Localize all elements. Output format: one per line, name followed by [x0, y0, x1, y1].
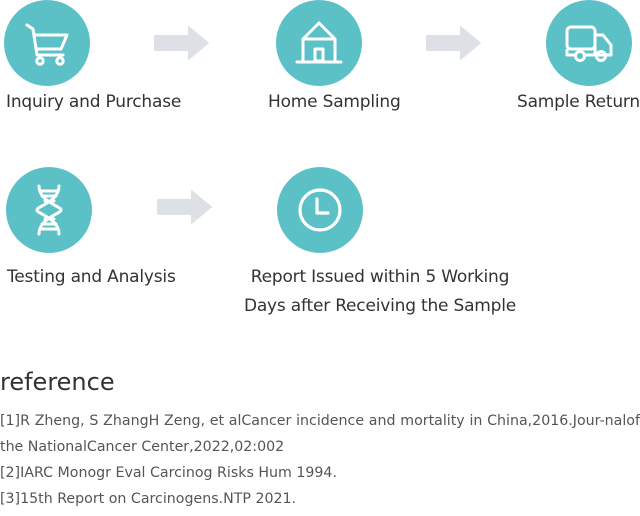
- arrow-right-icon: [157, 190, 212, 224]
- step-report-label-line2: Days after Receiving the Sample: [243, 296, 517, 316]
- reference-item: [2]IARC Monogr Eval Carcinog Risks Hum 1…: [0, 465, 337, 481]
- arrow-right-icon: [154, 26, 209, 60]
- step-testing-label: Testing and Analysis: [7, 267, 176, 287]
- reference-item: [3]15th Report on Carcinogens.NTP 2021.: [0, 491, 297, 507]
- reference-list: [1]R Zheng, S ZhangH Zeng, et alCancer i…: [0, 408, 640, 512]
- step-report-label-line1: Report Issued within 5 Working: [250, 267, 510, 287]
- step-home-sampling-label: Home Sampling: [268, 92, 401, 112]
- dna-icon: [35, 184, 63, 236]
- step-inquiry-icon-circle: [4, 0, 90, 86]
- step-report-icon-circle: [277, 167, 363, 253]
- step-inquiry-label: Inquiry and Purchase: [6, 92, 182, 112]
- reference-title: reference: [0, 368, 115, 396]
- step-home-sampling-icon-circle: [276, 0, 362, 86]
- reference-item: [1]R Zheng, S ZhangH Zeng, et alCancer i…: [0, 413, 640, 455]
- step-sample-return-icon-circle: [546, 0, 632, 86]
- house-icon: [295, 21, 343, 64]
- arrow-right-icon: [426, 26, 481, 60]
- truck-icon: [565, 25, 613, 62]
- step-sample-return-label: Sample Return: [517, 92, 640, 112]
- shopping-cart-icon: [25, 23, 69, 66]
- step-testing-icon-circle: [6, 167, 92, 253]
- clock-icon: [298, 188, 342, 232]
